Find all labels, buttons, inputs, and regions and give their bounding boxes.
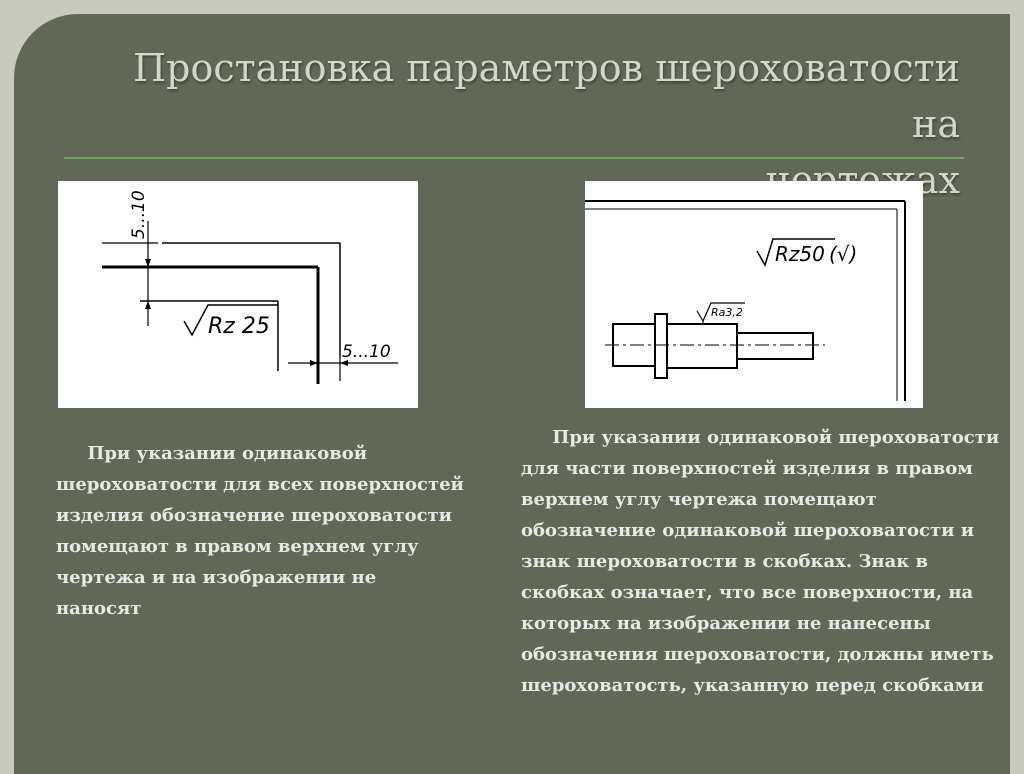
left-dim-vertical-label: 5...10 (129, 190, 149, 239)
slide-title: Простановка параметров шероховатости на … (120, 40, 960, 208)
right-roughness-part-label: Ra3,2 (711, 306, 743, 319)
left-dim-horizontal-label: 5...10 (342, 342, 391, 362)
right-caption: При указании одинаковой шероховатости дл… (521, 422, 1011, 701)
right-roughness-bracket-sign: (√) (829, 242, 857, 266)
right-caption-text: При указании одинаковой шероховатости дл… (521, 427, 1000, 696)
right-drawing: Rz50 (√) Ra3,2 (585, 200, 906, 401)
left-roughness-label: Rz 25 (208, 314, 270, 339)
title-divider (64, 157, 964, 159)
title-line-1: Простановка параметров шероховатости на (132, 46, 960, 146)
left-drawing-figure: 5...10 Rz 25 5...10 (58, 181, 418, 408)
right-roughness-corner-label: Rz50 (775, 242, 825, 266)
left-drawing: 5...10 Rz 25 5...10 (102, 190, 398, 384)
left-caption: При указании одинаковой шероховатости дл… (56, 438, 466, 624)
right-drawing-figure: Rz50 (√) Ra3,2 (585, 181, 923, 408)
left-caption-text: При указании одинаковой шероховатости дл… (56, 443, 464, 619)
